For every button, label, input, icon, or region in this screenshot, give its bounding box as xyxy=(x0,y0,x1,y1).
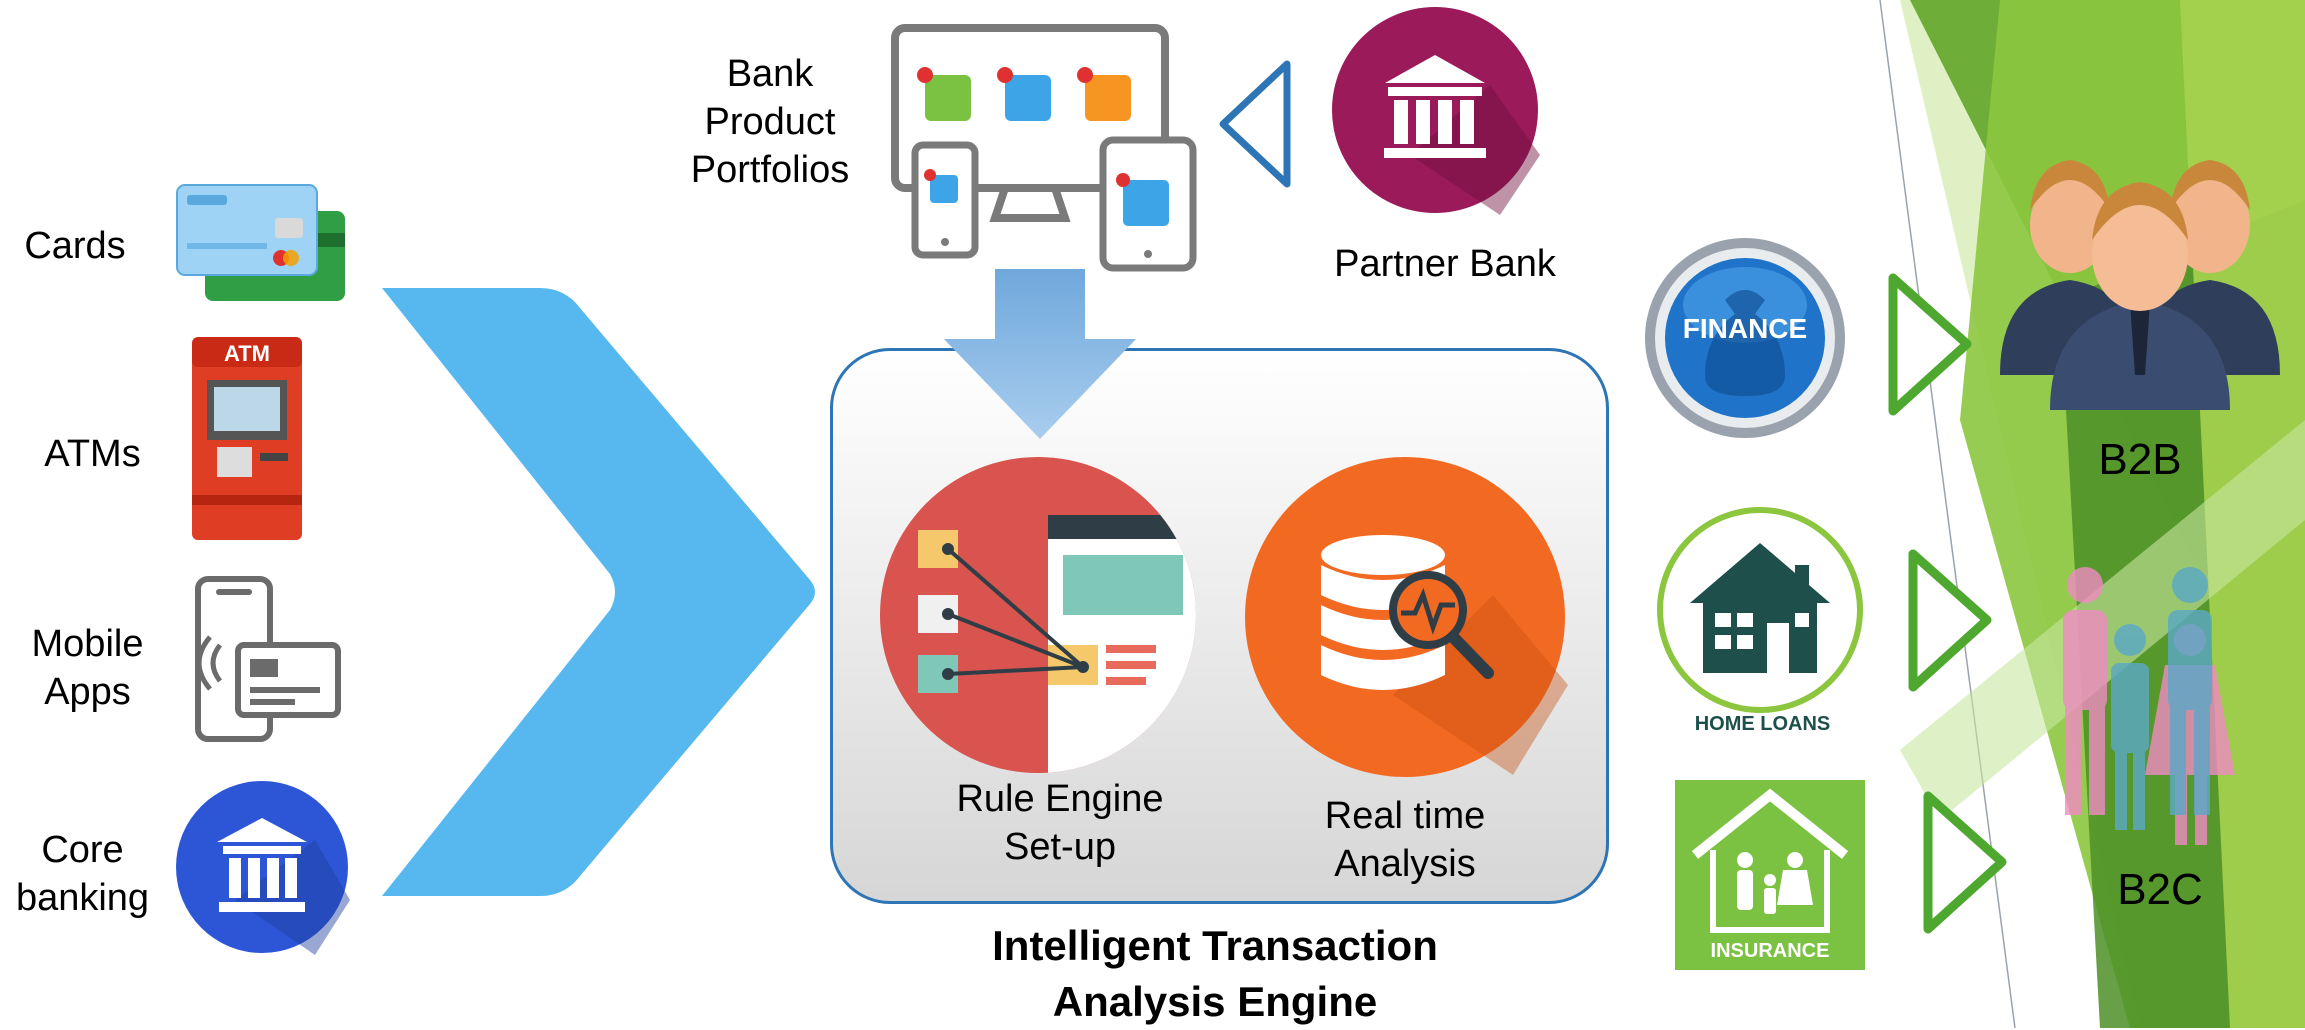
bank-icon xyxy=(1330,5,1540,215)
credit-cards-icon xyxy=(175,183,355,308)
source-label-atms: ATMs xyxy=(44,433,141,475)
source-label-cards: Cards xyxy=(24,225,126,267)
rule-engine-icon xyxy=(878,455,1198,775)
left-triangle-arrow xyxy=(1219,60,1291,188)
business-people-icon xyxy=(1980,115,2300,415)
segment-label-b2b: B2B xyxy=(2098,435,2182,484)
database-analysis-icon xyxy=(1243,455,1568,780)
down-arrow xyxy=(944,269,1136,439)
finance-money-bag-icon: FINANCE xyxy=(1640,230,1850,450)
flow-chevron-arrow xyxy=(382,288,815,896)
insurance-label: INSURANCE xyxy=(1710,940,1830,962)
segment-label-b2c: B2C xyxy=(2117,865,2203,914)
right-triangle-arrow xyxy=(1923,791,2007,934)
right-triangle-arrow xyxy=(1908,549,1992,692)
engine-title: Intelligent Transaction Analysis Engine xyxy=(992,922,1438,1025)
family-house-icon: INSURANCE xyxy=(1675,780,1865,970)
finance-label: FINANCE xyxy=(1683,313,1807,344)
mobile-payment-icon xyxy=(190,575,350,745)
home-loans-label: HOME LOANS xyxy=(1694,713,1831,735)
multi-device-icon xyxy=(885,20,1205,275)
atm-icon: ATM xyxy=(182,335,312,545)
house-icon: HOME LOANS xyxy=(1655,505,1870,745)
right-triangle-arrow xyxy=(1888,273,1972,416)
svg-text:ATM: ATM xyxy=(224,341,270,366)
bank-building-icon xyxy=(175,780,350,955)
partner-bank-label: Partner Bank xyxy=(1334,243,1556,285)
family-icon xyxy=(2035,565,2255,855)
